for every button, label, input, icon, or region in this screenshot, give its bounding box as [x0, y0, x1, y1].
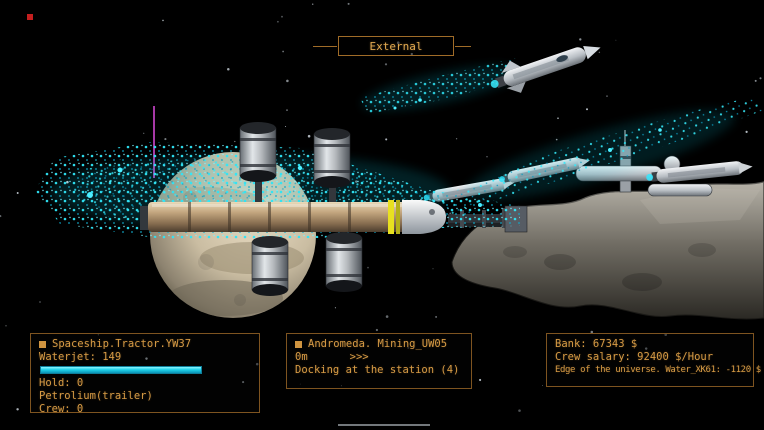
hold-label: Hold: 0: [39, 377, 84, 389]
cargo-tank-4: [325, 231, 363, 293]
asteroid[interactable]: [451, 181, 764, 320]
target-distance: 0m: [295, 351, 308, 363]
cargo-tank-2: [313, 127, 351, 189]
finance-panel: Bank: 67343 $ Crew salary: 92400 $/Hour …: [546, 333, 761, 387]
target-marker-icon: [295, 341, 302, 348]
bank-balance: Bank: 67343 $: [555, 338, 638, 350]
ship-marker-icon: [39, 341, 46, 348]
approach-arrows-icon: >>>: [349, 351, 369, 363]
nose-ring: [388, 200, 394, 234]
cargo-tank-3: [251, 235, 289, 297]
bottom-dash: [338, 424, 430, 426]
trailer-label: Petrolium(trailer): [39, 390, 153, 402]
mining-trail: [452, 96, 764, 208]
trade-contract: Edge of the universe. Water_XK61: -1120 …: [555, 365, 761, 375]
patrol-ship[interactable]: [485, 31, 606, 101]
crew-salary: Crew salary: 92400 $/Hour: [555, 351, 714, 363]
ship-title: Spaceship.Tractor.YW37: [52, 338, 192, 350]
crew-label: Crew: 0: [39, 403, 84, 415]
waterjet-label: Waterjet: 149: [39, 351, 122, 363]
target-title: Andromeda. Mining_UW05: [308, 338, 448, 350]
ship-status-panel: Spaceship.Tractor.YW37 Waterjet: 149 Hol…: [30, 333, 260, 415]
docking-status: Docking at the station (4): [295, 364, 460, 376]
cargo-tank-1: [239, 121, 277, 183]
view-mode-button[interactable]: External: [313, 36, 471, 56]
record-indicator-icon: [27, 14, 33, 20]
docked-ship-3: [645, 159, 754, 185]
patrol-trail: [360, 58, 525, 114]
nose-cone: [402, 200, 446, 234]
view-mode-label: External: [369, 39, 423, 53]
waterjet-bar: [40, 366, 202, 374]
tractor-ship[interactable]: [140, 121, 446, 297]
target-panel: Andromeda. Mining_UW05 0m >>> Docking at …: [286, 333, 472, 389]
